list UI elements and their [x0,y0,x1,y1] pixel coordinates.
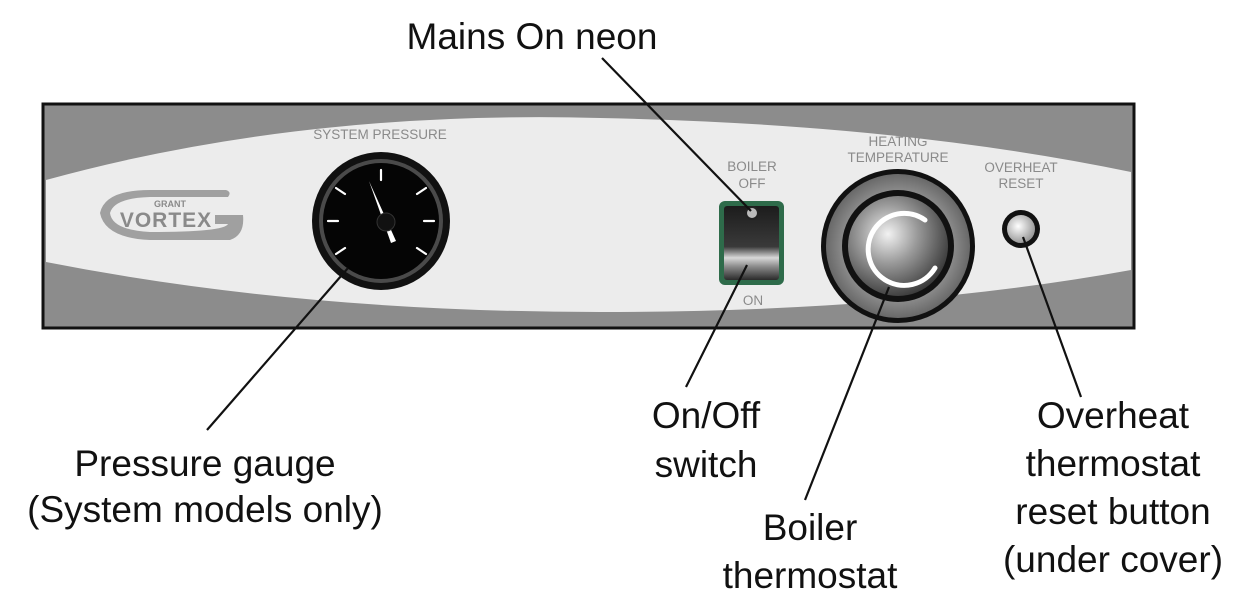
leader-boiler-thermostat [803,286,891,501]
system-pressure-label: SYSTEM PRESSURE [313,127,447,142]
overheat-reset-button[interactable] [1002,210,1040,248]
callout-pressure-gauge-line2: (System models only) [27,489,383,530]
reset-label: RESET [998,176,1043,191]
boiler-label-line1: BOILER [727,159,777,174]
callout-overheat-line2: thermostat [1026,443,1202,484]
leader-onoff-switch [685,264,748,388]
overheat-label-line1: OVERHEAT [984,160,1057,175]
leader-pressure-gauge [206,267,349,431]
heating-label-line1: HEATING [868,134,927,149]
heating-label-line2: TEMPERATURE [847,150,948,165]
callout-pressure-gauge-line1: Pressure gauge [74,443,335,484]
callout-boiler-thermostat-line2: thermostat [723,555,899,596]
logo-vortex-text: VORTEX [120,209,212,232]
boiler-off-label: OFF [739,176,766,191]
callout-overheat-line4: (under cover) [1003,539,1223,580]
boiler-thermostat-knob[interactable] [821,169,975,323]
callout-mains-on-neon: Mains On neon [407,16,658,57]
pressure-gauge [312,152,450,290]
leader-mains-neon [601,57,752,212]
callout-overheat-line3: reset button [1015,491,1210,532]
onoff-switch[interactable] [719,201,784,285]
grant-vortex-logo: GRANT VORTEX [100,190,244,240]
logo-grant-text: GRANT [154,199,186,209]
switch-on-label: ON [743,293,763,308]
knob-pointer-arc [865,210,938,288]
callout-onoff-line2: switch [655,444,758,485]
callout-overheat-line1: Overheat [1037,395,1190,436]
leader-overheat-reset [1021,236,1083,398]
callout-onoff-line1: On/Off [652,395,761,436]
callout-boiler-thermostat-line1: Boiler [763,507,858,548]
